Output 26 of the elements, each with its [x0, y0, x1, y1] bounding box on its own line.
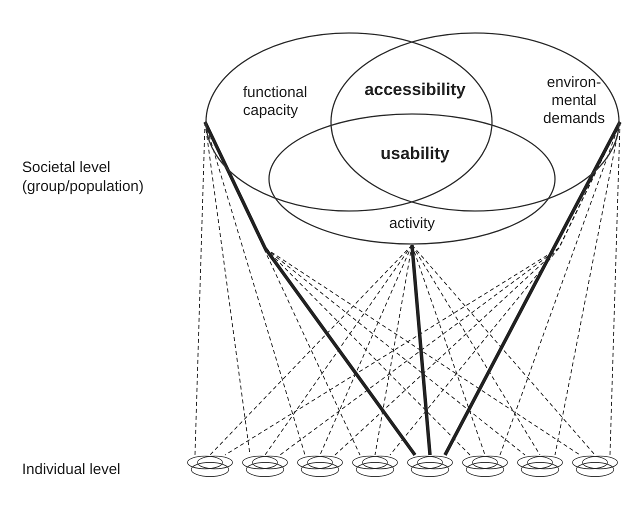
dashed-line — [610, 122, 620, 456]
ellipse-label: environ- mental demands — [542, 74, 606, 128]
dashed-line — [203, 121, 416, 456]
region-label: accessibility — [363, 80, 467, 99]
small-venn-diagram — [460, 454, 510, 478]
dashed-line — [412, 244, 596, 456]
ellipse-region — [330, 32, 620, 212]
small-venn-diagram — [185, 454, 235, 478]
region-label: usability — [380, 144, 450, 163]
dashed-line — [412, 244, 486, 456]
dashed-line — [264, 244, 412, 456]
ellipse-label: functional capacity — [243, 84, 308, 120]
ellipse-label: activity — [388, 215, 436, 233]
small-venn-diagram — [515, 454, 565, 478]
small-venn-diagram — [405, 454, 455, 478]
dashed-line — [443, 121, 622, 456]
dashed-line — [410, 244, 432, 456]
level-label: Societal level (group/population) — [22, 158, 145, 196]
small-venn-diagram — [240, 454, 290, 478]
small-venn-diagram — [570, 454, 620, 478]
small-venn-diagram — [350, 454, 400, 478]
dashed-line — [210, 244, 412, 456]
dashed-line — [412, 244, 540, 456]
level-label: Individual level — [22, 460, 122, 479]
small-venn-diagram — [295, 454, 345, 478]
ellipse-region — [205, 32, 493, 212]
